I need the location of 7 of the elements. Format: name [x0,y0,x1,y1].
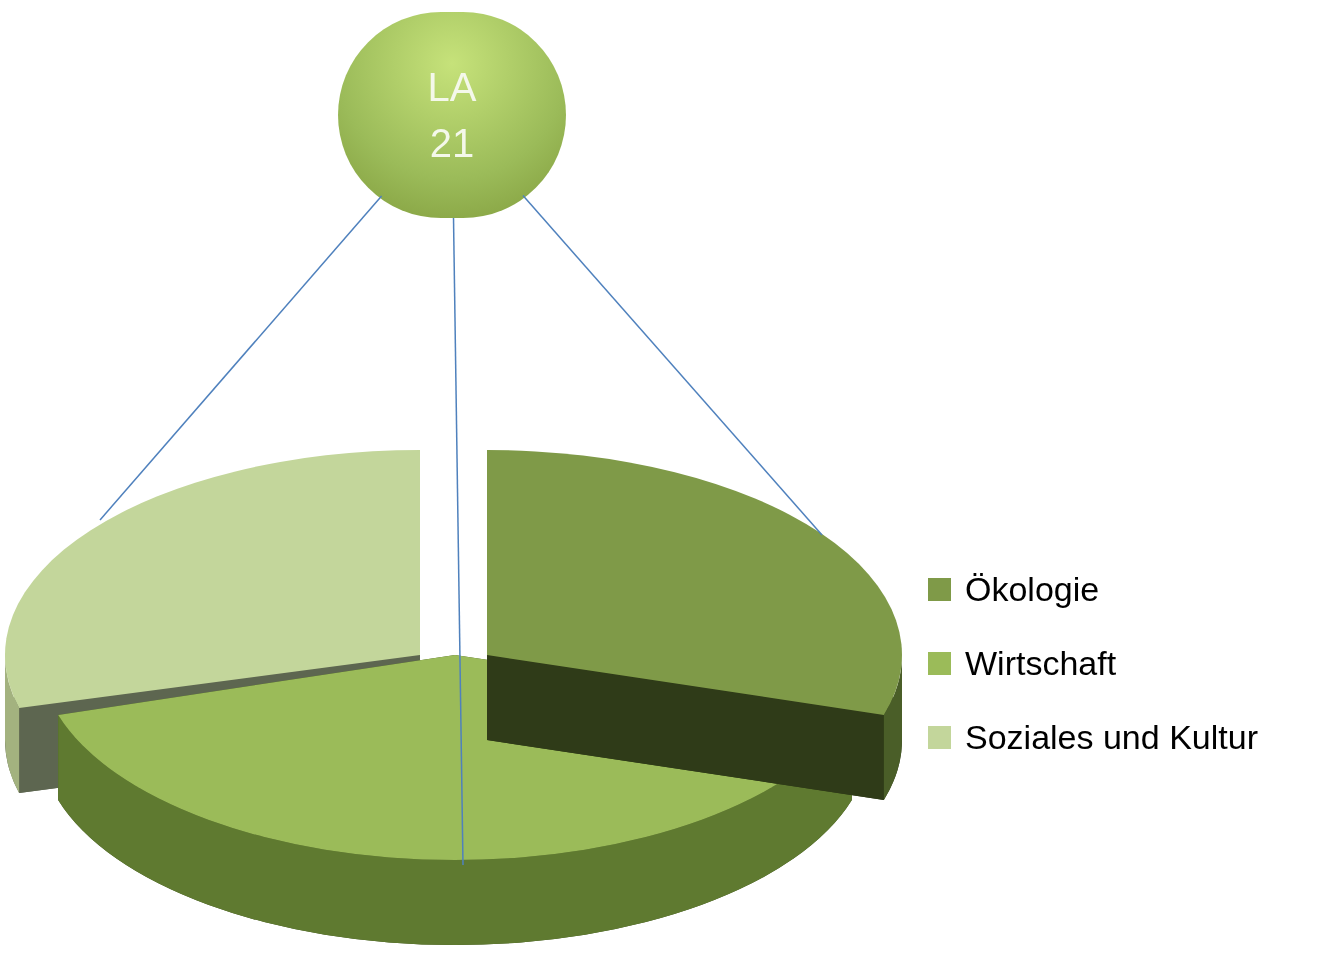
connector-line [522,194,823,536]
connector-line [452,217,464,866]
connector-line [99,195,383,521]
legend-label: Ökologie [965,568,1100,610]
node-label: LA 21 [426,64,478,167]
legend-label: Soziales und Kultur [965,716,1258,758]
legend-label: Wirtschaft [965,642,1117,684]
